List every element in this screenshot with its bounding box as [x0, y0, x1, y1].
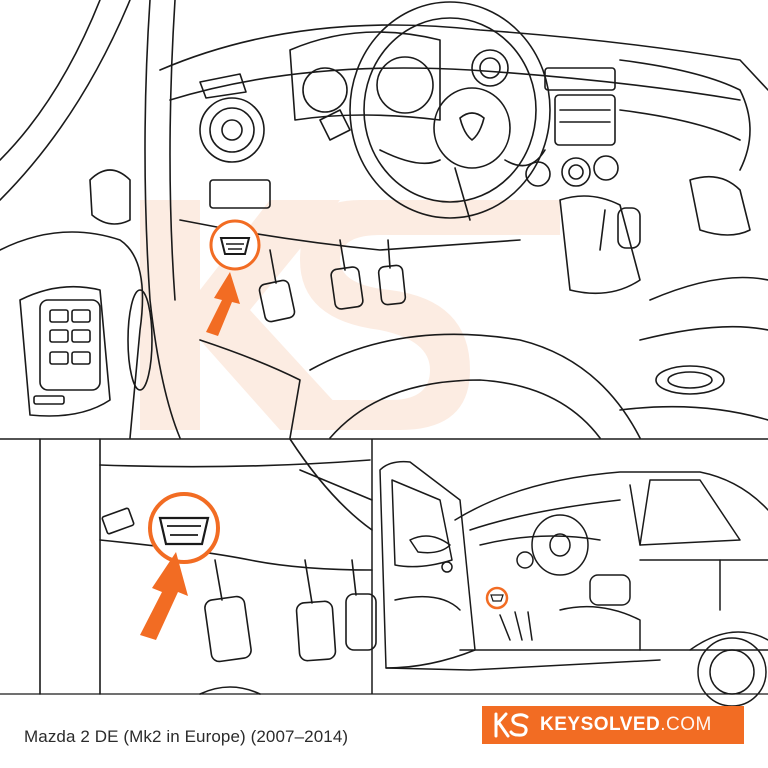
arrow-icon: [206, 272, 240, 336]
vehicle-caption: Mazda 2 DE (Mk2 in Europe) (2007–2014): [24, 727, 349, 746]
keysolved-brand-badge: KEYSOLVED.COM: [482, 706, 744, 744]
brand-name: KEYSOLVED.COM: [540, 714, 712, 736]
obd-port-car-highlight: [485, 586, 509, 610]
obd-port-closeup-highlight: [148, 492, 220, 564]
car-exterior-view: [379, 460, 768, 707]
obd-closeup-view: [39, 438, 377, 695]
brand-domain-text: .COM: [660, 714, 712, 735]
obd-port-highlight: [209, 219, 261, 271]
arrow-icon: [140, 552, 188, 640]
brand-name-text: KEYSOLVED: [540, 714, 661, 735]
ks-watermark: [140, 200, 560, 430]
ks-logo-icon: [494, 712, 529, 738]
interior-main-view: [0, 0, 768, 439]
